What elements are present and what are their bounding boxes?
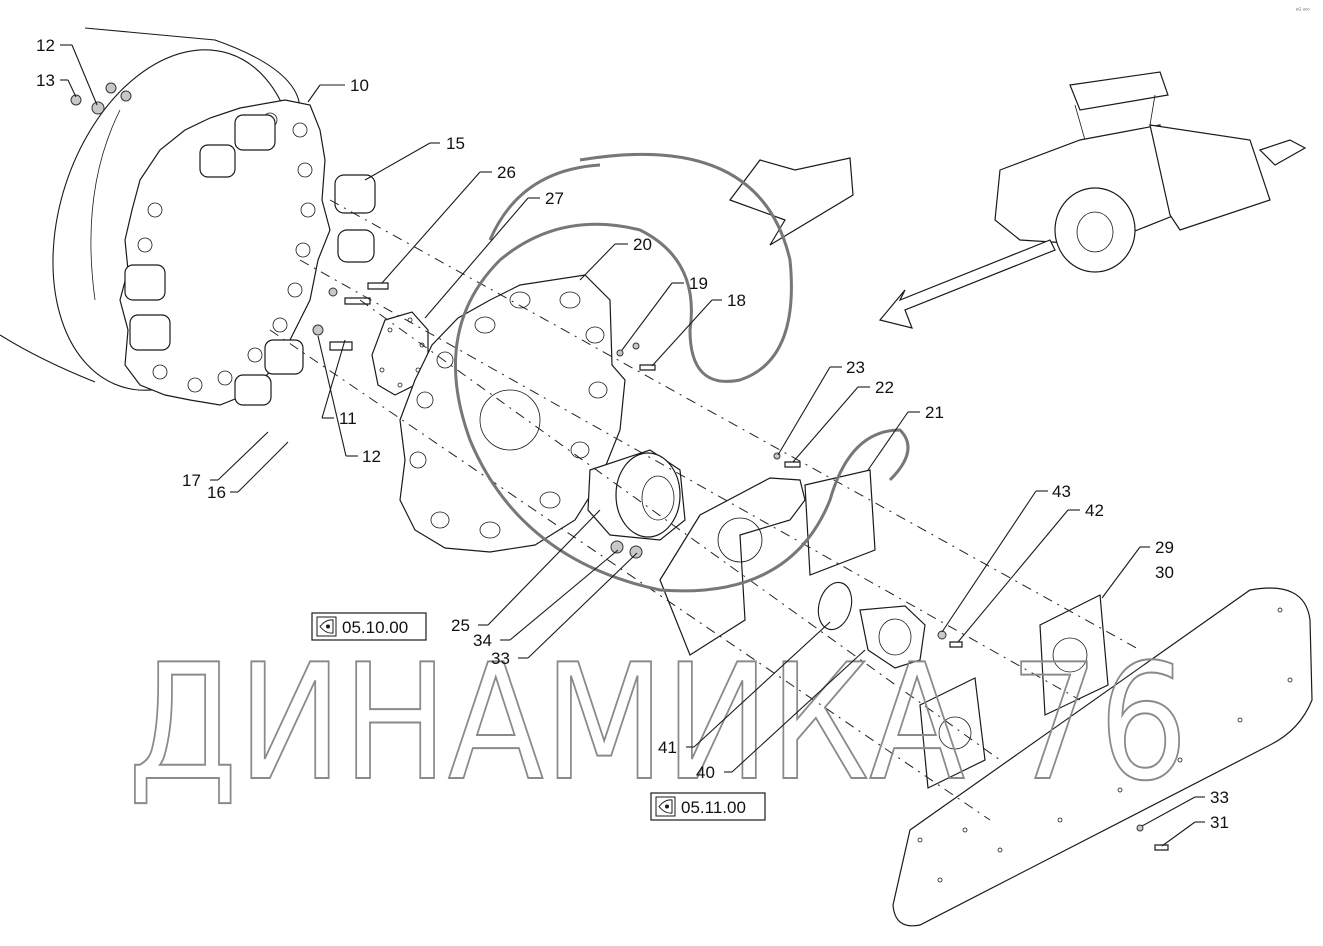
swirl-logo-watermark — [454, 152, 910, 593]
callout-41: 41 — [658, 738, 677, 757]
gearbox — [587, 449, 686, 559]
callout-23: 23 — [846, 358, 865, 377]
callout-21: 21 — [925, 403, 944, 422]
callout-16: 16 — [207, 483, 226, 502]
leader-lines — [60, 44, 1205, 847]
callout-26: 26 — [497, 163, 516, 182]
callout-15: 15 — [446, 134, 465, 153]
gasket-plate — [919, 677, 986, 789]
reference-link-05-11-00[interactable]: 05.11.00 — [650, 792, 766, 821]
watermark-text: ДИНАМИКА 76 — [128, 629, 1188, 816]
outer-cover — [892, 587, 1313, 927]
reference-link-05-10-00[interactable]: 05.10.00 — [311, 612, 427, 641]
callout-27: 27 — [545, 189, 564, 208]
mount-bracket — [659, 452, 876, 656]
nut-cluster — [70, 82, 132, 115]
corner-mark: ᵉᴳ ᵒᵒᵒ — [1296, 7, 1310, 14]
callout-42: 42 — [1085, 501, 1104, 520]
callout-22: 22 — [875, 378, 894, 397]
callout-20: 20 — [633, 235, 652, 254]
callout-25: 25 — [451, 616, 470, 635]
callout-40: 40 — [696, 763, 715, 782]
roller-machine-illustration — [994, 71, 1307, 273]
reference-label-05-11-00: 05.11.00 — [681, 798, 746, 817]
callout-33b: 33 — [1210, 788, 1229, 807]
assembly-axis-lines — [269, 199, 1141, 821]
rubber-mounts — [334, 174, 376, 263]
callout-17: 17 — [182, 471, 201, 490]
callout-12b: 12 — [362, 447, 381, 466]
o-ring — [817, 581, 853, 631]
callout-labels: 12 13 10 15 26 27 20 19 18 11 12 17 16 2… — [36, 36, 1229, 832]
cover-plate — [1039, 594, 1109, 716]
reference-label-05-10-00: 05.10.00 — [342, 618, 408, 637]
direction-arrow-left — [878, 239, 1056, 329]
callout-33a: 33 — [491, 649, 510, 668]
callout-31: 31 — [1210, 813, 1229, 832]
callout-19: 19 — [689, 274, 708, 293]
callout-18: 18 — [727, 291, 746, 310]
direction-arrow-up — [729, 157, 854, 246]
callout-13: 13 — [36, 71, 55, 90]
hydraulic-motor — [859, 605, 963, 669]
callout-10: 10 — [350, 76, 369, 95]
callout-11: 11 — [339, 409, 357, 428]
callout-34: 34 — [473, 631, 492, 650]
callout-12a: 12 — [36, 36, 55, 55]
bolts — [312, 282, 389, 351]
small-bolts-18-19 — [616, 342, 656, 371]
drum-flange-plate — [119, 99, 331, 406]
callout-30: 30 — [1155, 563, 1174, 582]
callout-29: 29 — [1155, 538, 1174, 557]
callout-43: 43 — [1052, 482, 1071, 501]
